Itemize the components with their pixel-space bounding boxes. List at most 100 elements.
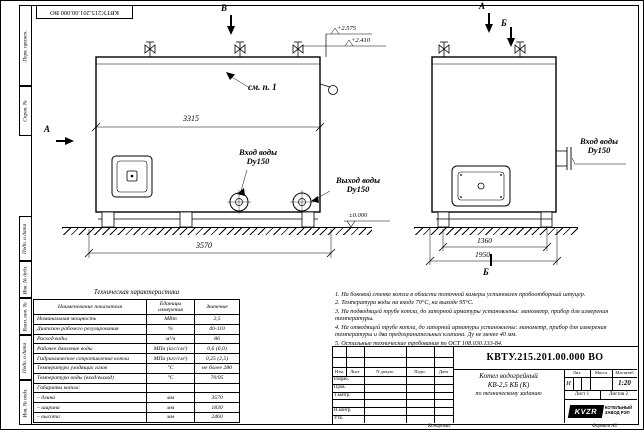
cell-units: МВт bbox=[146, 315, 194, 324]
col-header-name: Наименование показателя bbox=[57, 304, 123, 310]
note-item: 1. На боковой стенке котла в области топ… bbox=[335, 291, 586, 298]
staff-nkontr: Н.контр. bbox=[334, 408, 352, 413]
cell-units: м³/ч bbox=[146, 334, 194, 344]
tech-table: Наименование показателя Единицы измерени… bbox=[33, 299, 240, 423]
col-header-units: Единицы измерения bbox=[146, 300, 194, 314]
section-letter-b-top: Б bbox=[501, 18, 507, 28]
cell-name: Температура воды (вход/выход) bbox=[37, 375, 115, 382]
see-note-label: см. п. 1 bbox=[248, 82, 277, 92]
tech-table-title: Техническая характеристика bbox=[93, 289, 180, 296]
cell-units: мм bbox=[146, 412, 194, 422]
product-name-line1: Котел водогрейный bbox=[479, 372, 538, 380]
margin-stamp-inv-podl: Инв. № подл. bbox=[19, 380, 32, 425]
elevation-zero: ±0.000 bbox=[349, 212, 368, 219]
cell-value: 2460 bbox=[194, 412, 239, 422]
outlet-label-front-line1: Выход воды bbox=[335, 175, 381, 185]
cell-units bbox=[146, 383, 194, 393]
valve-icon bbox=[292, 41, 304, 57]
scale-label: Масштаб bbox=[615, 370, 634, 375]
cell-value: 3570 bbox=[194, 393, 239, 403]
cell-units: % bbox=[146, 324, 194, 334]
margin-stamp-perv-primen: Перв. примен. bbox=[19, 5, 32, 86]
label-leaders-front bbox=[237, 169, 331, 203]
inlet-label-side-line1: Вход воды bbox=[579, 136, 618, 146]
cell-units: °С bbox=[146, 363, 194, 373]
title-block: КВТУ.215.201.00.000 ВО Изм. Лист N докум… bbox=[332, 346, 639, 425]
cell-name: Диапазон рабочего регулирования bbox=[37, 326, 119, 333]
col-list: Лист bbox=[350, 369, 360, 374]
ground-hatch-front bbox=[62, 227, 372, 235]
outlet-label-front-line2: Dy150 bbox=[346, 184, 370, 195]
company-name-line1: КОТЕЛЬНЫЙ bbox=[604, 405, 633, 411]
company-name: КОТЕЛЬНЫЙ ЗАВОД РЭП bbox=[604, 405, 633, 416]
table-header-row: Наименование показателя Единицы измерени… bbox=[34, 300, 239, 314]
dim-1950: 1950 bbox=[475, 250, 490, 259]
valve-icon bbox=[144, 41, 156, 57]
elevation-mid: +2.410 bbox=[351, 37, 371, 44]
company-name-line2: ЗАВОД РЭП bbox=[604, 410, 630, 415]
inlet-label-front-line2: Dy150 bbox=[246, 156, 270, 167]
note-item: 4. На отводящей трубе котла, до запорной… bbox=[335, 323, 607, 339]
cell-name: Рабочее давление воды bbox=[37, 345, 93, 352]
table-row: Диапазон рабочего регулирования%40-110 bbox=[34, 323, 239, 334]
cell-value: 70/95 bbox=[194, 373, 239, 383]
format-label: Формат А3 bbox=[592, 424, 617, 429]
inlet-label-front: Вход воды Dy150 bbox=[228, 147, 288, 167]
section-arrows-side bbox=[485, 13, 515, 266]
product-name-line3: по техническому заданию bbox=[475, 391, 542, 397]
dim-3570: 3570 bbox=[196, 241, 212, 250]
side-dimensions bbox=[425, 229, 562, 266]
cell-name: Температура уходящих газов bbox=[37, 365, 108, 372]
col-data: Дата bbox=[438, 369, 449, 374]
sampling-fitting bbox=[226, 72, 338, 95]
cell-name: – ширина bbox=[37, 404, 60, 411]
kopiroval-label: Копировал bbox=[428, 424, 451, 429]
sheet-number: Лист 1 bbox=[574, 392, 590, 397]
staff-prov: Пров. bbox=[334, 385, 346, 390]
staff-razrab: Разраб. bbox=[334, 377, 349, 382]
cell-units: МПа (кгс/см²) bbox=[146, 354, 194, 363]
inlet-label-front-line1: Вход воды bbox=[238, 147, 277, 157]
margin-stamp-sprav: Справ. № bbox=[19, 86, 32, 136]
inverted-designation: КВТУ.215.201.00.000 ВО bbox=[36, 5, 133, 19]
col-podp: Подп. bbox=[414, 369, 426, 374]
col-header-value: Значение bbox=[194, 300, 239, 314]
note-item: 5. Остальные технические требования по О… bbox=[335, 339, 503, 347]
valve-icon bbox=[438, 41, 450, 57]
section-letter-v: В bbox=[221, 3, 228, 13]
mass-label: Масса bbox=[594, 370, 608, 375]
cell-value: 0,25 (2,5) bbox=[194, 354, 239, 363]
dim-3315: 3315 bbox=[183, 114, 199, 123]
cell-name: Гидравлическое сопротивление котла bbox=[37, 355, 129, 362]
cell-units: °С bbox=[146, 373, 194, 383]
cell-value: 2,5 bbox=[194, 315, 239, 324]
margin-stamp-inv-dubl: Инв. № дубл. bbox=[19, 261, 32, 298]
col-izm: Изм. bbox=[334, 369, 345, 374]
boiler-side-view bbox=[431, 56, 626, 228]
cell-value: не более 280 bbox=[194, 363, 239, 373]
elevation-marks bbox=[302, 27, 390, 228]
col-dokum: N докум. bbox=[376, 369, 394, 374]
cell-value: 0,6 (6,0) bbox=[194, 344, 239, 354]
lit-label: Лит. bbox=[572, 370, 582, 375]
cell-units: мм bbox=[146, 403, 194, 412]
cell-value: 40-110 bbox=[194, 324, 239, 334]
product-name-line2: КВ-2,5 КБ (К) bbox=[487, 381, 530, 389]
inlet-label-side-line2: Dy150 bbox=[587, 145, 611, 156]
sheets-total: Листов 2 bbox=[608, 392, 629, 397]
cell-units: МПа (кгс/см²) bbox=[146, 344, 194, 354]
table-row: Рабочее давление воды МПа (кгс/см²)0,6 (6… bbox=[34, 343, 239, 354]
valve-icon bbox=[234, 41, 246, 57]
margin-stamp-podp-data-2: Подп. и дата bbox=[19, 335, 32, 380]
cell-name: Расход воды bbox=[37, 336, 67, 342]
scale-value: 1:20 bbox=[618, 379, 631, 387]
staff-utv: Утв. bbox=[334, 416, 343, 421]
staff-empty bbox=[334, 399, 364, 407]
valve-icon bbox=[514, 41, 526, 57]
cell-value: 1830 bbox=[194, 403, 239, 412]
